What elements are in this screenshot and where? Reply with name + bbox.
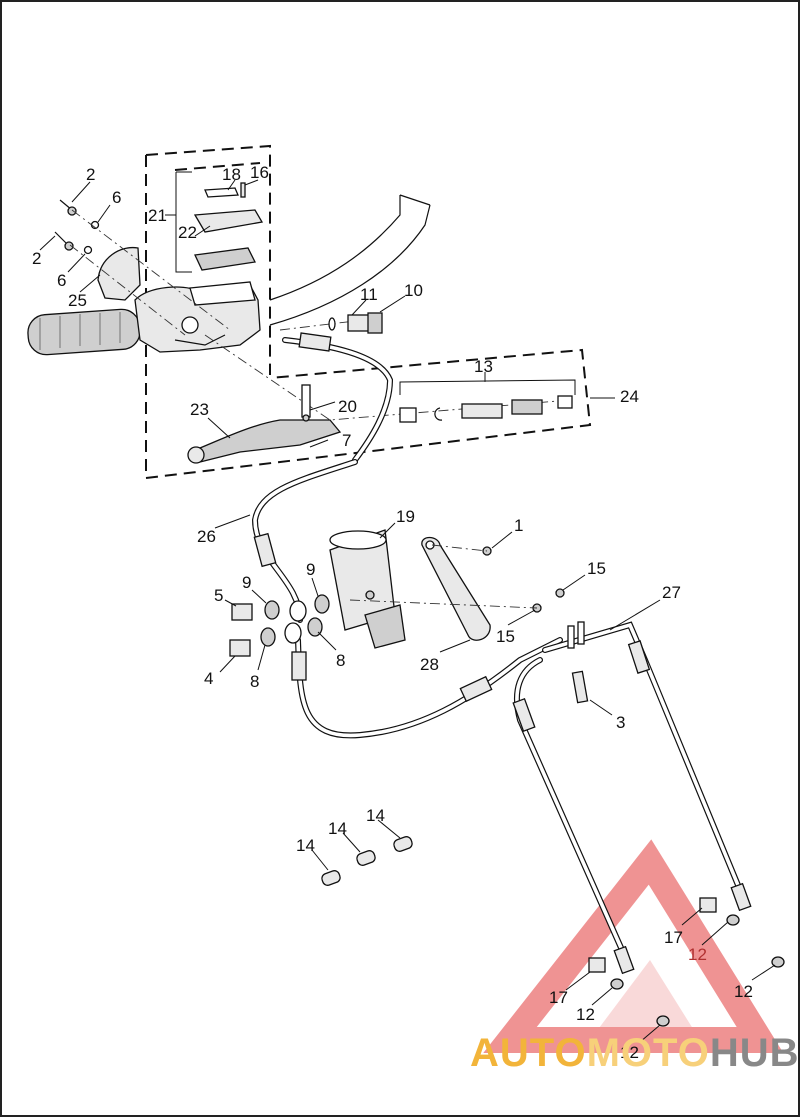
watermark-logo: AUTOMOTOHUB xyxy=(470,1031,800,1075)
reservoir-kit-boundary xyxy=(174,162,261,171)
pushrod-kit xyxy=(399,395,573,423)
callout-label: 6 xyxy=(57,271,66,290)
callout-label: 1 xyxy=(514,516,523,535)
banjo-washers xyxy=(229,594,330,657)
callout-label: 12 xyxy=(734,982,753,1001)
brake-lever xyxy=(187,384,342,464)
reservoir-cover xyxy=(193,182,264,271)
callout-label: 14 xyxy=(366,806,385,825)
callout-label: 12 xyxy=(688,945,707,964)
callout-label: 27 xyxy=(662,583,681,602)
leader-lines xyxy=(39,171,776,1043)
callout-label: 23 xyxy=(190,400,209,419)
callout-label: 9 xyxy=(306,560,315,579)
callout-label: 4 xyxy=(204,669,213,688)
master-cylinder-housing xyxy=(134,281,261,353)
callout-label: 25 xyxy=(68,291,87,310)
watermark-triangle xyxy=(483,839,784,1053)
callout-label: 14 xyxy=(328,819,347,838)
callout-label: 8 xyxy=(250,672,259,691)
watermark-moto: MOTO xyxy=(587,1031,710,1075)
callout-label: 2 xyxy=(32,249,41,268)
callout-label: 13 xyxy=(474,357,493,376)
callout-label: 2 xyxy=(86,165,95,184)
callout-label: 24 xyxy=(620,387,639,406)
callout-label: 22 xyxy=(178,223,197,242)
hand-grip xyxy=(27,308,141,356)
callout-label: 17 xyxy=(549,988,568,1007)
centerline-screws xyxy=(69,209,231,336)
callout-label: 8 xyxy=(336,651,345,670)
callout-label: 16 xyxy=(250,163,269,182)
callout-label: 17 xyxy=(664,928,683,947)
callout-label: 11 xyxy=(360,285,378,304)
callout-labels: 2 6 2 6 25 21 18 16 22 11 10 13 24 23 20… xyxy=(32,163,753,1062)
centerline-bracket xyxy=(349,544,538,609)
handlebar xyxy=(269,194,431,326)
callout-label: 7 xyxy=(342,431,351,450)
callout-label: 19 xyxy=(396,507,415,526)
callout-label: 14 xyxy=(296,836,315,855)
caliper-fasteners xyxy=(588,897,785,1027)
callout-label: 26 xyxy=(197,527,216,546)
callout-label: 28 xyxy=(420,655,439,674)
lower-brake-line xyxy=(251,459,563,739)
upper-brake-line xyxy=(282,332,394,463)
fasteners xyxy=(482,546,589,704)
watermark-hub: HUB xyxy=(710,1031,800,1075)
callout-label: 9 xyxy=(242,573,251,592)
callout-label: 15 xyxy=(587,559,606,578)
cable-clips xyxy=(321,836,413,886)
callout-label: 20 xyxy=(338,397,357,416)
upper-assembly-boundary xyxy=(145,144,592,480)
callout-label: 10 xyxy=(404,281,423,300)
svg-text:AUTOMOTOHUB: AUTOMOTOHUB xyxy=(470,1031,800,1075)
callout-label: 15 xyxy=(496,627,515,646)
rear-brake-lines xyxy=(512,621,752,975)
watermark-auto: AUTO xyxy=(470,1031,587,1075)
callout-label: 3 xyxy=(616,713,625,732)
callout-label: 6 xyxy=(112,188,121,207)
callout-label: 12 xyxy=(576,1005,595,1024)
callout-label: 5 xyxy=(214,586,223,605)
banjo-bolt xyxy=(328,312,383,334)
callout-label: 12 xyxy=(620,1043,639,1062)
callout-label: 18 xyxy=(222,165,241,184)
mounting-screws xyxy=(54,199,100,255)
modulator-unit xyxy=(329,529,406,649)
callout-label: 21 xyxy=(148,206,167,225)
